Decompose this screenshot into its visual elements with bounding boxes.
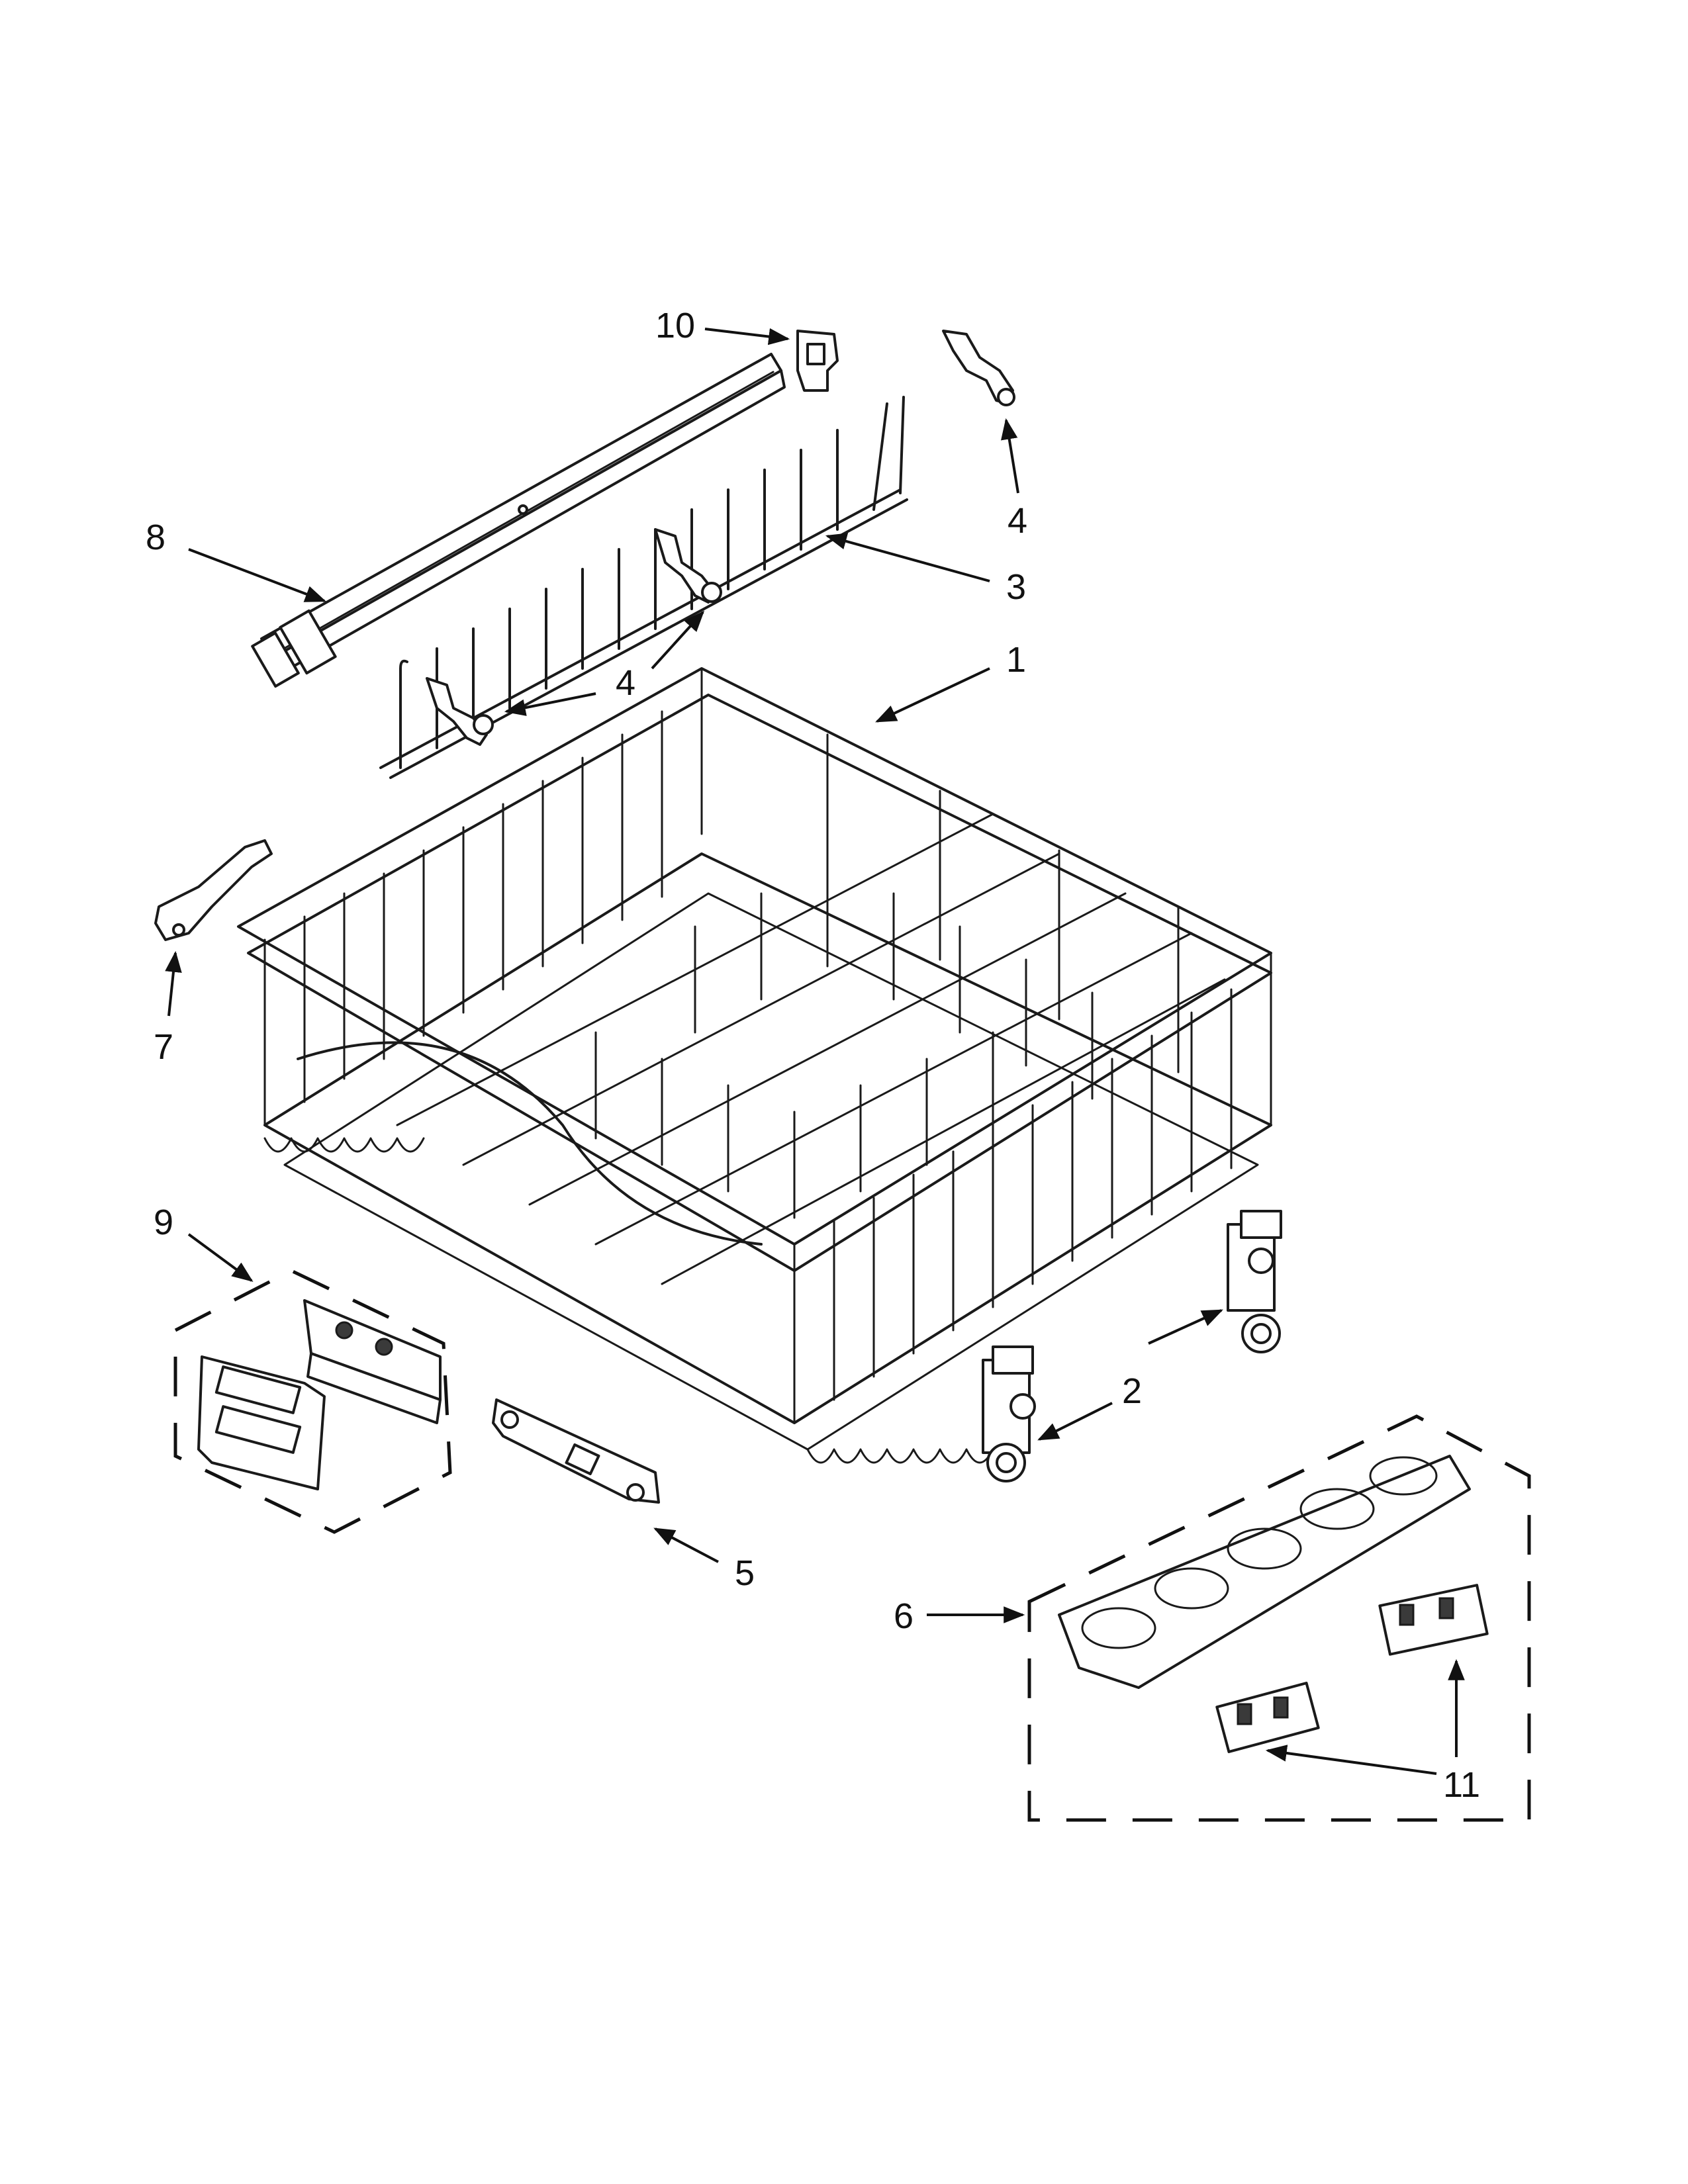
callout-11: 11 (1443, 1765, 1480, 1805)
roller-assembly-part-2-upper (1227, 1210, 1282, 1353)
latch-part-11-left (1215, 1682, 1320, 1753)
tine-row-part-3 (379, 396, 908, 779)
callout-10: 10 (655, 306, 695, 345)
callout-4-middle: 4 (616, 663, 635, 703)
callout-9: 9 (154, 1203, 173, 1242)
latch-part-11-right (1378, 1584, 1489, 1656)
callout-7: 7 (154, 1027, 173, 1067)
adjuster-part-5 (492, 1398, 660, 1504)
tine-clip-part-4-right (654, 528, 722, 604)
leader-lines (165, 328, 1465, 1775)
rack-rail-part-8 (251, 353, 786, 688)
callout-6: 6 (894, 1596, 914, 1636)
tine-clip-part-4-left (426, 677, 494, 746)
callout-2: 2 (1122, 1371, 1142, 1411)
callout-5: 5 (735, 1553, 755, 1593)
upper-rack-part-1 (237, 667, 1272, 1464)
roller-assembly-part-2-lower (982, 1345, 1036, 1482)
callout-8: 8 (146, 518, 165, 557)
tine-clip-part-4-upper (942, 330, 1015, 406)
tine-group-part-6 (1027, 1414, 1531, 1822)
adjuster-kit-part-9 (173, 1269, 452, 1534)
clip-part-7 (154, 839, 273, 941)
callout-4-top: 4 (1008, 501, 1027, 541)
rail-stop-part-10 (796, 330, 839, 392)
callout-1: 1 (1006, 640, 1026, 680)
callout-3: 3 (1006, 567, 1026, 607)
